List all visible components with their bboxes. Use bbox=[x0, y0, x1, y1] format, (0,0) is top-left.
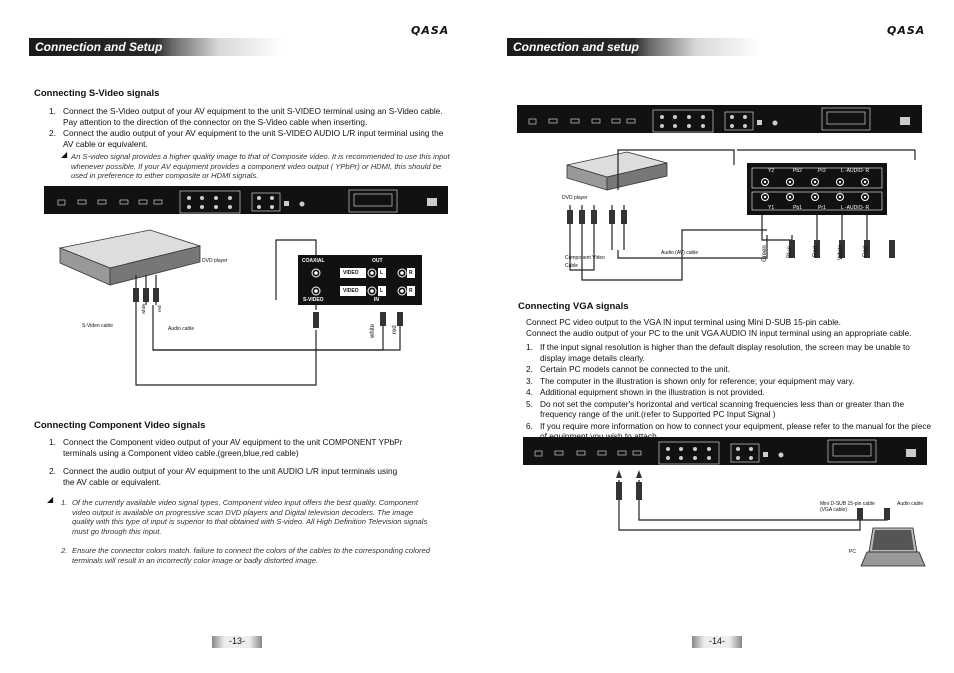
list-item: 4.Additional equipment shown in the illu… bbox=[526, 387, 765, 397]
l-out-label: L bbox=[380, 270, 384, 276]
coaxial-label: COAXIAL bbox=[302, 258, 325, 264]
out-label: OUT bbox=[372, 258, 383, 264]
section-header-title: Connection and Setup bbox=[35, 40, 163, 54]
component-connection-diagram bbox=[566, 149, 916, 281]
r-out-label: R bbox=[409, 270, 413, 276]
audio-cable-label: Audio cable bbox=[168, 326, 195, 332]
list-item: 5.Do not set the computer's horizontal a… bbox=[526, 398, 905, 420]
component-note-1: 1. Of the currently available video sign… bbox=[61, 498, 428, 536]
in-label: IN bbox=[374, 297, 379, 303]
list-item: 1.If the input signal resolution is high… bbox=[526, 342, 910, 363]
pc-label: PC bbox=[849, 549, 856, 555]
dvd-player-label: DVD player bbox=[202, 258, 228, 264]
dvd-player-illustration bbox=[58, 229, 202, 286]
l-in-label: L bbox=[380, 288, 384, 294]
page-number: -14- bbox=[692, 636, 742, 648]
note-arrow-icon: ◢ bbox=[47, 495, 54, 504]
svideo-note: An S-video signal provides a higher qual… bbox=[71, 152, 450, 180]
component-bottom-audio: L -AUDIO- R bbox=[841, 205, 870, 211]
component-bottom-pb1: Pb1 bbox=[793, 205, 802, 211]
component-top-audio: L -AUDIO- R bbox=[841, 168, 870, 174]
list-item: 1.Connect the Component video output of … bbox=[49, 437, 403, 458]
r-in-label: R bbox=[409, 288, 413, 294]
laptop-illustration bbox=[860, 527, 926, 567]
dvd-player-illustration bbox=[566, 151, 668, 191]
list-item: 1.Connect the S-Video output of your AV … bbox=[49, 106, 443, 127]
vga-cable-label: Mini D-SUB 15-pin cable (VGA cable) bbox=[820, 501, 875, 513]
component-note-2: 2. Ensure the connector colors match. fa… bbox=[61, 546, 430, 565]
plug-white-label: white bbox=[141, 303, 146, 314]
list-item: 2.Connect the audio output of your AV eq… bbox=[49, 128, 444, 149]
left-page: QASA Connection and Setup Connecting S-V… bbox=[29, 24, 451, 648]
page-number: -13- bbox=[212, 636, 262, 648]
list-item: 2.Certain PC models cannot be connected … bbox=[526, 364, 731, 374]
vga-audio-cable-label: Audio cable bbox=[897, 501, 924, 507]
section-header-bar: Connection and Setup bbox=[29, 38, 451, 56]
section-header-title: Connection and setup bbox=[513, 40, 639, 54]
list-item: 6.If you require more information on how… bbox=[526, 420, 932, 442]
svideo-heading: Connecting S-Video signals bbox=[34, 88, 160, 99]
svideo-steps: 1.Connect the S-Video output of your AV … bbox=[49, 106, 449, 150]
rear-panel-illustration bbox=[44, 186, 448, 214]
svideo-connection-diagram bbox=[58, 229, 422, 386]
component-steps: 1.Connect the Component video output of … bbox=[49, 437, 409, 488]
vga-connection-diagram bbox=[616, 470, 926, 567]
rear-panel-illustration bbox=[523, 437, 927, 465]
list-item: 3.The computer in the illustration is sh… bbox=[526, 375, 855, 386]
vga-steps: 1.If the input signal resolution is high… bbox=[526, 342, 936, 443]
audio-av-cable-label: Audio (AV) cable bbox=[661, 250, 699, 256]
component-top-pr2: Pr2 bbox=[818, 168, 826, 174]
brand-logo: QASA bbox=[411, 24, 450, 37]
right-page: QASA Connection and setup bbox=[477, 0, 954, 673]
video-out-label: VIDEO bbox=[343, 270, 359, 276]
rear-panel-illustration bbox=[517, 105, 922, 133]
brand-logo: QASA bbox=[887, 24, 926, 37]
svideo-port-label: S-VIDEO bbox=[303, 297, 324, 303]
component-heading: Connecting Component Video signals bbox=[34, 420, 206, 431]
svideo-cable-label: S-Video cable bbox=[82, 323, 114, 329]
white-label: white bbox=[370, 323, 376, 338]
component-top-y2: Y2 bbox=[768, 168, 775, 174]
section-header-bar: Connection and setup bbox=[507, 38, 928, 56]
list-item: 2.Connect the audio output of your AV eq… bbox=[49, 466, 398, 487]
dvd-player-label: DVD player bbox=[562, 195, 588, 201]
plug-red-label: red bbox=[157, 305, 162, 312]
component-top-pb2: Pb2 bbox=[793, 168, 802, 174]
vga-intro: Connect PC video output to the VGA IN in… bbox=[526, 317, 912, 338]
component-cable-label: Component Video Cable bbox=[565, 255, 605, 269]
red-label: red bbox=[392, 325, 398, 334]
video-in-label: VIDEO bbox=[343, 288, 359, 294]
component-bottom-pr1: Pr1 bbox=[818, 205, 826, 211]
component-bottom-y1: Y1 bbox=[768, 205, 775, 211]
note-arrow-icon: ◢ bbox=[61, 150, 68, 159]
vga-heading: Connecting VGA signals bbox=[518, 301, 629, 312]
